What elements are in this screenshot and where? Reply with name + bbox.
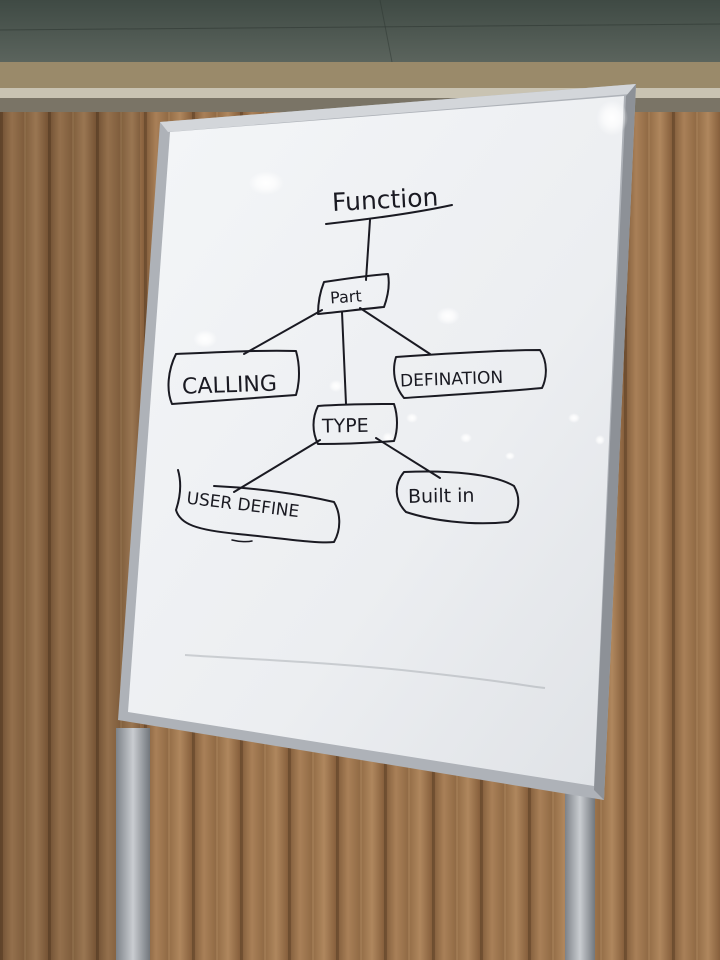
- box-built-in: [395, 470, 520, 525]
- box-user-define: [175, 469, 341, 544]
- node-part: Part: [329, 286, 362, 307]
- connector-part-type: [341, 311, 347, 405]
- connector-part-calling: [243, 309, 323, 355]
- connector-part-defination: [359, 307, 431, 355]
- ceiling: [0, 0, 720, 63]
- connector-title-part: [365, 219, 371, 281]
- node-built-in: Built in: [408, 485, 475, 508]
- diagram-title: Function: [331, 182, 439, 217]
- box-defination: [393, 349, 547, 399]
- board-stand: [116, 728, 595, 960]
- connector-type-userdefine: [233, 439, 321, 493]
- whiteboard-diagram: [167, 204, 547, 544]
- box-calling: [167, 349, 300, 405]
- box-type: [312, 403, 398, 445]
- box-part: [317, 273, 390, 315]
- light-reflections: [193, 100, 628, 460]
- node-defination: DEFINATION: [400, 368, 504, 392]
- node-calling: CALLING: [182, 372, 278, 400]
- whiteboard-surface: [128, 96, 624, 786]
- node-type: TYPE: [321, 415, 369, 438]
- title-underline: [325, 204, 453, 225]
